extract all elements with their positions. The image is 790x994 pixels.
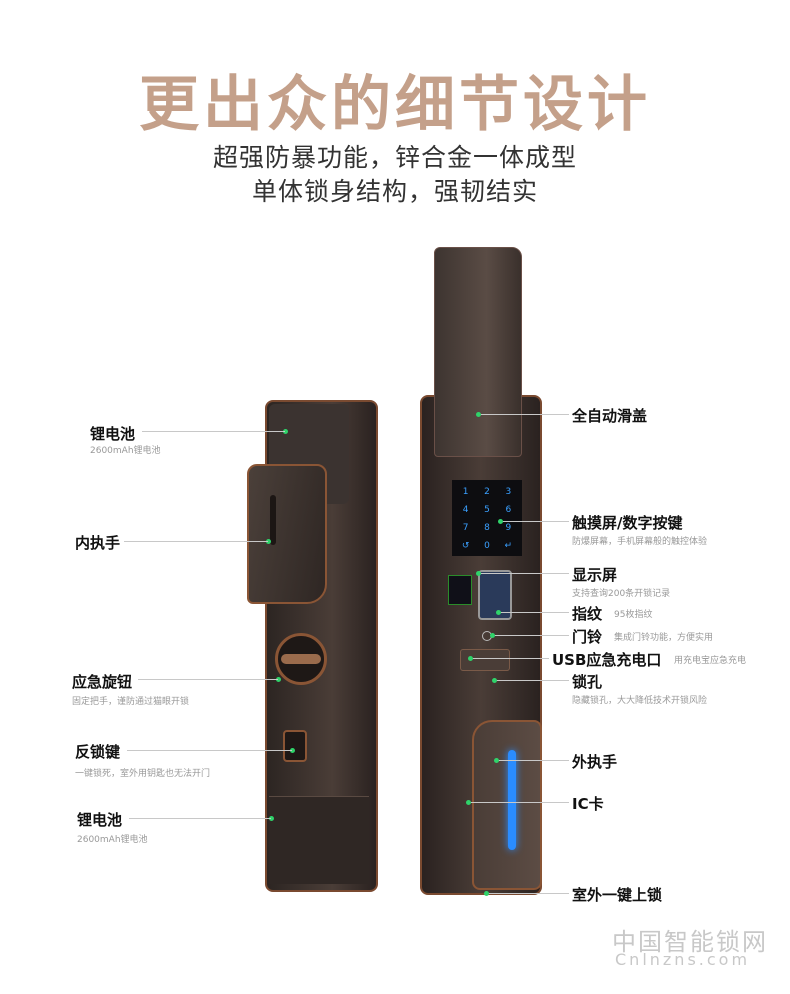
callout-dot <box>492 678 497 683</box>
battery-cover-bottom <box>269 796 369 884</box>
callout-dot <box>276 677 281 682</box>
callout-dot <box>266 539 271 544</box>
callout-dot <box>476 412 481 417</box>
keypad-key[interactable]: 6 <box>505 505 512 515</box>
callout-dot <box>490 633 495 638</box>
fingerprint-sensor[interactable] <box>478 570 512 620</box>
subtitle-line2: 单体锁身结构，强韧结实 <box>251 177 538 206</box>
callout-dot <box>496 610 501 615</box>
callout-dot <box>466 800 471 805</box>
callout-dot <box>468 656 473 661</box>
keypad-key[interactable]: 9 <box>505 523 512 533</box>
subtitle-line1: 超强防暴功能，锌合金一体成型 <box>212 143 577 172</box>
touch-keypad[interactable]: 1 2 3 4 5 6 7 8 9 ↺ 0 ↵ <box>452 480 522 556</box>
page-title: 更出众的细节设计 <box>139 70 651 140</box>
callout-dot <box>484 891 489 896</box>
callout-dot <box>476 571 481 576</box>
keypad-key[interactable]: ↵ <box>504 541 513 551</box>
keypad-key[interactable]: 5 <box>484 505 490 515</box>
keypad-key[interactable]: 7 <box>462 523 469 533</box>
callout-dot <box>290 748 295 753</box>
display-screen <box>448 575 472 605</box>
callout-dot <box>494 758 499 763</box>
callout-dot <box>498 519 503 524</box>
usb-port <box>460 649 510 671</box>
keypad-key[interactable]: 4 <box>462 505 469 515</box>
outer-handle[interactable] <box>472 720 542 890</box>
watermark-url: Cnlnzns.com <box>615 950 751 969</box>
callout-dot <box>269 816 274 821</box>
keypad-key[interactable]: 1 <box>462 487 469 497</box>
inner-lock-body <box>247 400 378 892</box>
keypad-key[interactable]: 8 <box>484 523 490 533</box>
anti-lock-key[interactable] <box>283 730 307 762</box>
keypad-key[interactable]: 0 <box>484 541 490 551</box>
keypad-key[interactable]: 3 <box>505 487 512 497</box>
outer-lock-body: 1 2 3 4 5 6 7 8 9 ↺ 0 ↵ <box>420 245 542 897</box>
keypad-key[interactable]: 2 <box>484 487 490 497</box>
keypad-key[interactable]: ↺ <box>461 541 470 551</box>
sliding-cover[interactable] <box>434 247 522 457</box>
watermark-text: 中国智能锁网 <box>612 928 768 956</box>
blue-light-strip <box>508 750 516 850</box>
callout-dot <box>283 429 288 434</box>
inner-handle[interactable] <box>247 464 327 604</box>
